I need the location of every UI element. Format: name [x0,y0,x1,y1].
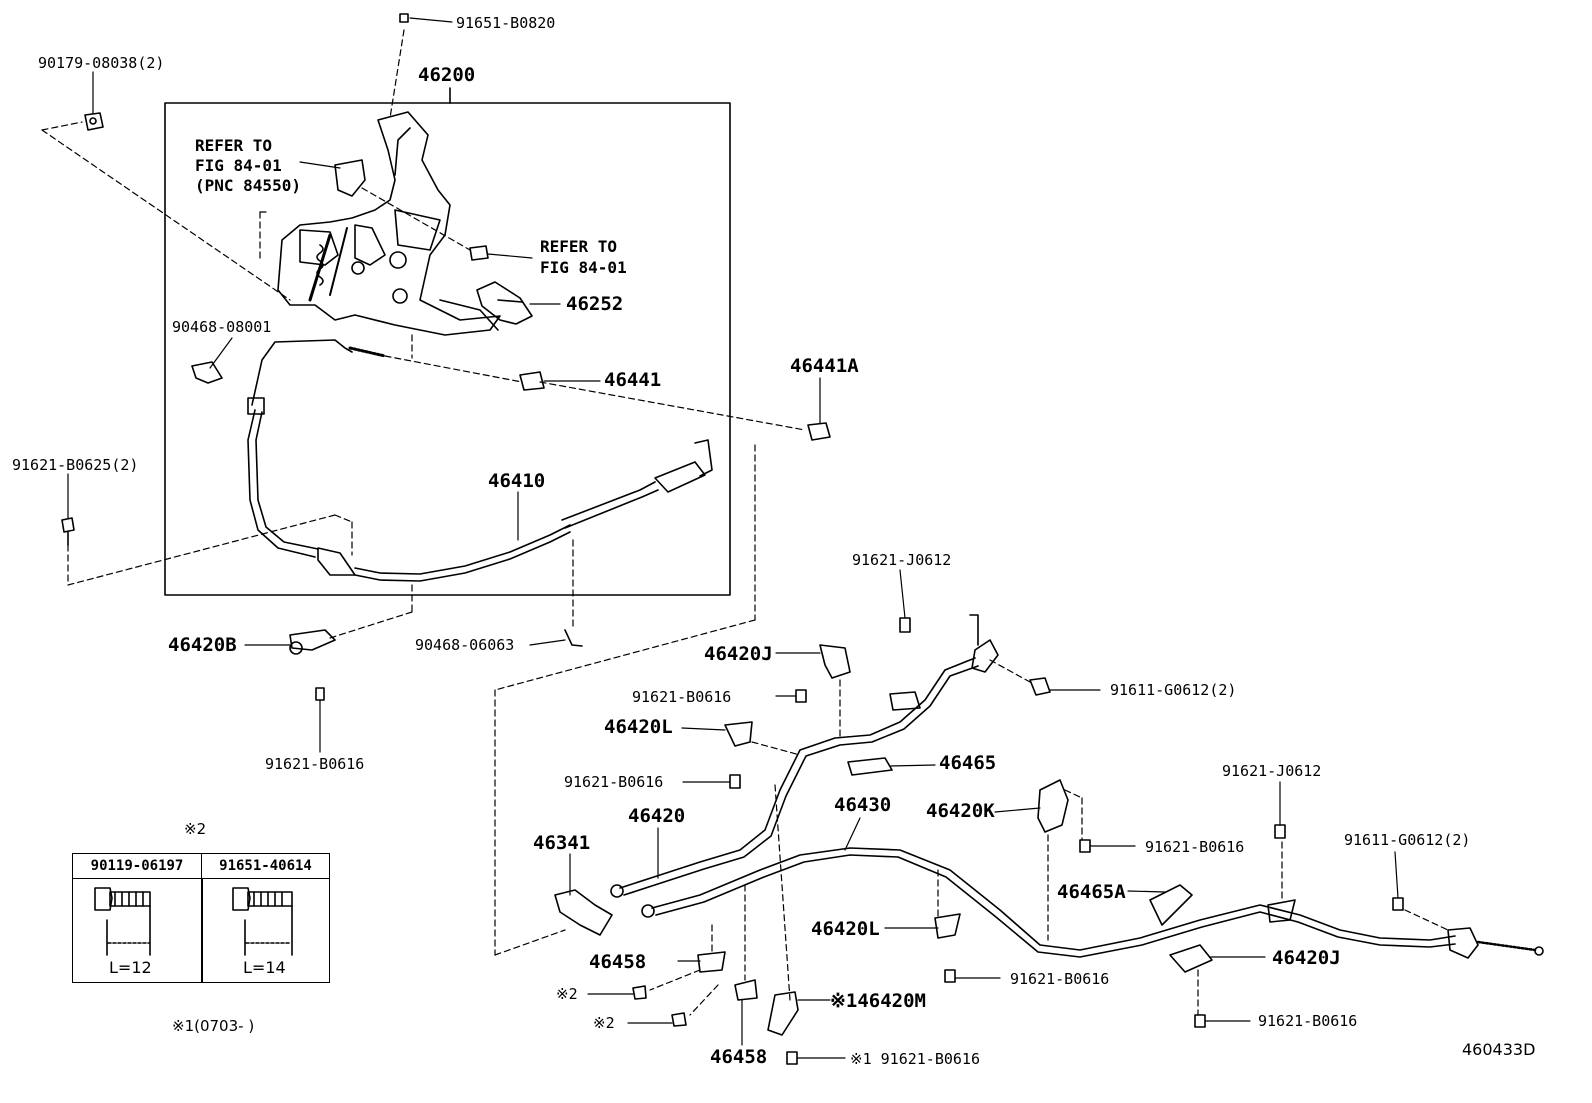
label-46420M: ※146420M [830,990,926,1012]
label-90468-08001: 90468-08001 [172,318,272,336]
boot-46465 [847,757,893,776]
label-46420J-top: 46420J [704,643,773,665]
bolt-91651-40614 [232,887,251,911]
cable-46420 [610,639,999,898]
bracket-46420L-top [724,721,753,747]
bracket-46341 [554,889,613,936]
bracket-46420J-top [819,644,851,679]
label-46458-left: 46458 [589,951,647,973]
label-91621-J0612-top: 91621-J0612 [852,551,952,569]
label-mark2-a: ※2 [556,985,578,1003]
label-refer1-line2: FIG 84-01 [195,156,282,175]
bracket-46420M [767,991,799,1036]
label-91621-B0616-b: 91621-B0616 [564,773,664,791]
label-91621-B0616-c: 91621-B0616 [1145,838,1245,856]
label-91611-G0612-right: 91611-G0612(2) [1344,831,1471,849]
label-mark2-b: ※2 [593,1014,615,1032]
table-divider [201,878,203,982]
clip-46458-bottom [734,979,758,1001]
pedal-assembly [277,111,533,336]
label-90179-08038: 90179-08038(2) [38,54,165,72]
label-refer2-line1: REFER TO [540,237,618,256]
label-46200: 46200 [418,64,476,86]
table-col1-length: L=12 [109,958,152,977]
label-46252: 46252 [566,293,624,315]
label-46420J-bottom: 46420J [1272,947,1341,969]
label-91621-B0625: 91621-B0625(2) [12,456,139,474]
assembly-frame-46200 [164,102,731,596]
label-46458-bottom: 46458 [710,1046,768,1068]
label-90468-06063: 90468-06063 [415,636,515,654]
pedal-pad-46252 [476,281,533,325]
label-refer1-line3: (PNC 84550) [195,176,301,195]
cable-46430 [641,847,1544,959]
switch-84550 [334,159,366,197]
label-46420B: 46420B [168,634,237,656]
table-col2-header: 91651-40614 [202,854,329,879]
label-46441: 46441 [604,369,662,391]
label-46420L-top: 46420L [604,716,673,738]
label-46420L-bottom: 46420L [811,918,880,940]
label-46341: 46341 [533,832,591,854]
label-46441A: 46441A [790,355,859,377]
bracket-46420B [289,629,336,651]
table-bolts [94,887,293,956]
label-46410: 46410 [488,470,546,492]
label-91621-B0616-a: 91621-B0616 [632,688,732,706]
clip-46458-left [697,951,726,973]
label-refer2-line2: FIG 84-01 [540,258,627,277]
label-91621-B0616-f: ※1 91621-B0616 [850,1050,980,1068]
clip-90468-08001 [191,361,223,384]
label-91611-G0612-top: 91611-G0612(2) [1110,681,1237,699]
diagram-id: 460433D [1462,1040,1536,1059]
bracket-46420L-bottom [934,913,961,939]
boot-46465A [1149,884,1193,926]
leader-lines [67,17,1399,1059]
nut-90179-08038 [84,112,104,131]
label-refer1-line1: REFER TO [195,136,273,155]
label-91651-B0820: 91651-B0820 [456,14,556,32]
bolt-length-table: 90119-06197 91651-40614 L=12 L=14 [72,853,330,983]
bushing-46441 [519,371,545,391]
small-parts [61,13,1404,1065]
table-col2-length: L=14 [243,958,286,977]
label-91621-B0616-left: 91621-B0616 [265,755,365,773]
label-46465: 46465 [939,752,997,774]
label-91621-B0616-e: 91621-B0616 [1258,1012,1358,1030]
bracket-46420K [1037,779,1069,833]
bracket-46420J-bottom [1169,944,1213,973]
label-46465A: 46465A [1057,881,1126,903]
label-46430: 46430 [834,794,892,816]
bolt-91651-B0820 [399,13,409,23]
label-91621-B0616-d: 91621-B0616 [1010,970,1110,988]
bushing-46441A [807,422,831,441]
label-91621-J0612-right: 91621-J0612 [1222,762,1322,780]
cable-46410 [247,339,713,582]
label-46420K: 46420K [926,800,995,822]
label-46420: 46420 [628,805,686,827]
note-1: ※1(0703- ) [172,1017,255,1035]
guide-lines [41,29,1449,1016]
bolt-90119-06197 [94,887,113,911]
table-col1-header: 90119-06197 [73,854,202,879]
table-mark: ※2 [184,820,207,838]
